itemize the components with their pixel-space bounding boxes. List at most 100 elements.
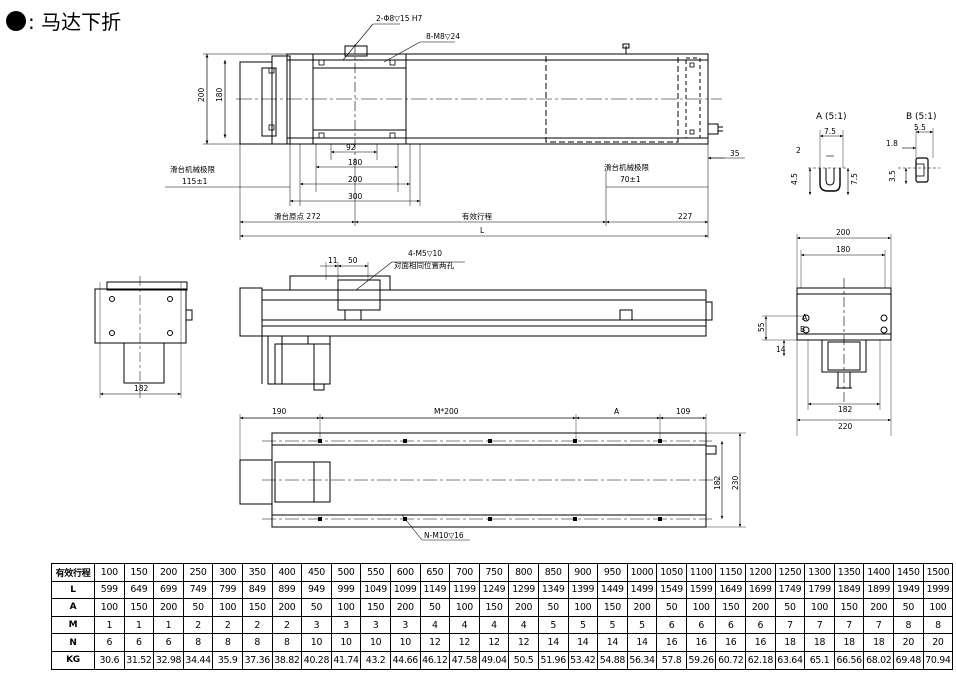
end-14-label: 14 — [776, 345, 786, 354]
table-cell: 3 — [330, 615, 362, 635]
table-cell: 59.26 — [685, 650, 717, 670]
table-cell: 1799 — [804, 580, 835, 600]
table-cell: 12 — [419, 633, 451, 652]
table-cell: 6 — [685, 615, 717, 635]
table-cell: 43.2 — [360, 650, 391, 670]
table-cell: 1500 — [922, 563, 954, 582]
m5-note-label: 对面相同位置两孔 — [394, 260, 454, 270]
table-cell: 2 — [241, 615, 273, 635]
table-cell: 62.18 — [745, 650, 776, 670]
table-cell: 100 — [94, 598, 125, 617]
table-cell: 34.44 — [182, 650, 214, 670]
table-cell: 200 — [389, 598, 421, 617]
plate-182-label: 182 — [134, 384, 149, 393]
limit-right-value: 70±1 — [620, 175, 641, 184]
dim-200b-label: 200 — [348, 175, 363, 184]
stroke-label: 有效行程 — [462, 211, 492, 221]
end-a-label: A — [802, 313, 808, 322]
table-cell: 31.52 — [123, 650, 155, 670]
bot-230-label: 230 — [731, 475, 740, 490]
m5-holes-label: 4-M5▽10 — [408, 249, 442, 258]
b-18-label: 1.8 — [886, 139, 898, 148]
table-cell: 14 — [537, 633, 569, 652]
dim-180-label: 180 — [215, 87, 224, 102]
table-cell: 949 — [301, 580, 332, 600]
end-view — [762, 234, 892, 436]
end-180-label: 180 — [836, 245, 851, 254]
bot-n-label: N-M10▽16 — [424, 531, 464, 540]
limit-left-value: 115±1 — [182, 177, 208, 186]
table-cell: 1 — [123, 615, 155, 635]
table-cell: 200 — [153, 563, 184, 582]
table-cell: 400 — [271, 563, 303, 582]
table-cell: 50 — [893, 598, 924, 617]
table-cell: 649 — [123, 580, 155, 600]
table-cell: 200 — [745, 598, 776, 617]
dim-180b-label: 180 — [348, 158, 363, 167]
bot-a-label: A — [614, 407, 620, 416]
table-cell: 899 — [271, 580, 303, 600]
table-cell: 100 — [330, 598, 362, 617]
row-header: M — [51, 615, 95, 635]
end-182-label: 182 — [838, 405, 853, 414]
table-cell: 150 — [123, 563, 155, 582]
end-55-label: 55 — [757, 322, 766, 332]
table-cell: 10 — [330, 633, 362, 652]
table-cell: 44.66 — [389, 650, 421, 670]
table-cell: 749 — [182, 580, 214, 600]
table-cell: 200 — [271, 598, 303, 617]
table-cell: 7 — [833, 615, 865, 635]
detail-b-title: B (5:1) — [906, 112, 937, 122]
table-cell: 14 — [626, 633, 658, 652]
table-cell: 950 — [597, 563, 628, 582]
table-cell: 1649 — [715, 580, 747, 600]
table-cell: 849 — [241, 580, 273, 600]
table-cell: 53.42 — [567, 650, 599, 670]
table-cell: 5 — [567, 615, 599, 635]
end-b-label: B — [800, 325, 805, 334]
table-cell: 57.8 — [656, 650, 687, 670]
table-cell: 100 — [804, 598, 835, 617]
table-cell: 60.72 — [715, 650, 747, 670]
table-cell: 600 — [389, 563, 421, 582]
table-cell: 4 — [449, 615, 480, 635]
table-cell: 4 — [478, 615, 510, 635]
table-cell: 66.56 — [833, 650, 865, 670]
table-cell: 50 — [656, 598, 687, 617]
table-cell: 32.98 — [153, 650, 184, 670]
end-220-label: 220 — [838, 422, 853, 431]
dim-l-label: L — [480, 226, 485, 235]
table-cell: 250 — [182, 563, 214, 582]
side-11-label: 11 — [328, 256, 338, 265]
dim-200-label: 200 — [197, 87, 206, 102]
table-cell: 1449 — [597, 580, 628, 600]
table-cell: 650 — [419, 563, 451, 582]
side-view — [239, 261, 713, 391]
detail-a — [808, 130, 850, 195]
table-cell: 450 — [301, 563, 332, 582]
table-cell: 200 — [626, 598, 658, 617]
table-cell: 7 — [804, 615, 835, 635]
table-cell: 1149 — [419, 580, 451, 600]
dim-35-label: 35 — [730, 149, 740, 158]
table-cell: 350 — [241, 563, 273, 582]
table-cell: 5 — [597, 615, 628, 635]
table-cell: 40.28 — [301, 650, 332, 670]
bot-182-label: 182 — [713, 475, 722, 490]
table-cell: 5 — [626, 615, 658, 635]
table-cell: 6 — [123, 633, 155, 652]
table-cell: 999 — [330, 580, 362, 600]
table-cell: 7 — [863, 615, 895, 635]
table-cell: 1199 — [449, 580, 480, 600]
origin-label: 滑台原点 272 — [274, 211, 321, 221]
table-cell: 3 — [389, 615, 421, 635]
table-cell: 8 — [212, 633, 243, 652]
b-55-label: 5.5 — [914, 123, 926, 132]
table-cell: 1450 — [893, 563, 924, 582]
table-cell: 8 — [893, 615, 924, 635]
bot-m200-label: M*200 — [434, 407, 459, 416]
table-cell: 100 — [922, 598, 954, 617]
table-cell: 3 — [360, 615, 391, 635]
table-cell: 12 — [478, 633, 510, 652]
